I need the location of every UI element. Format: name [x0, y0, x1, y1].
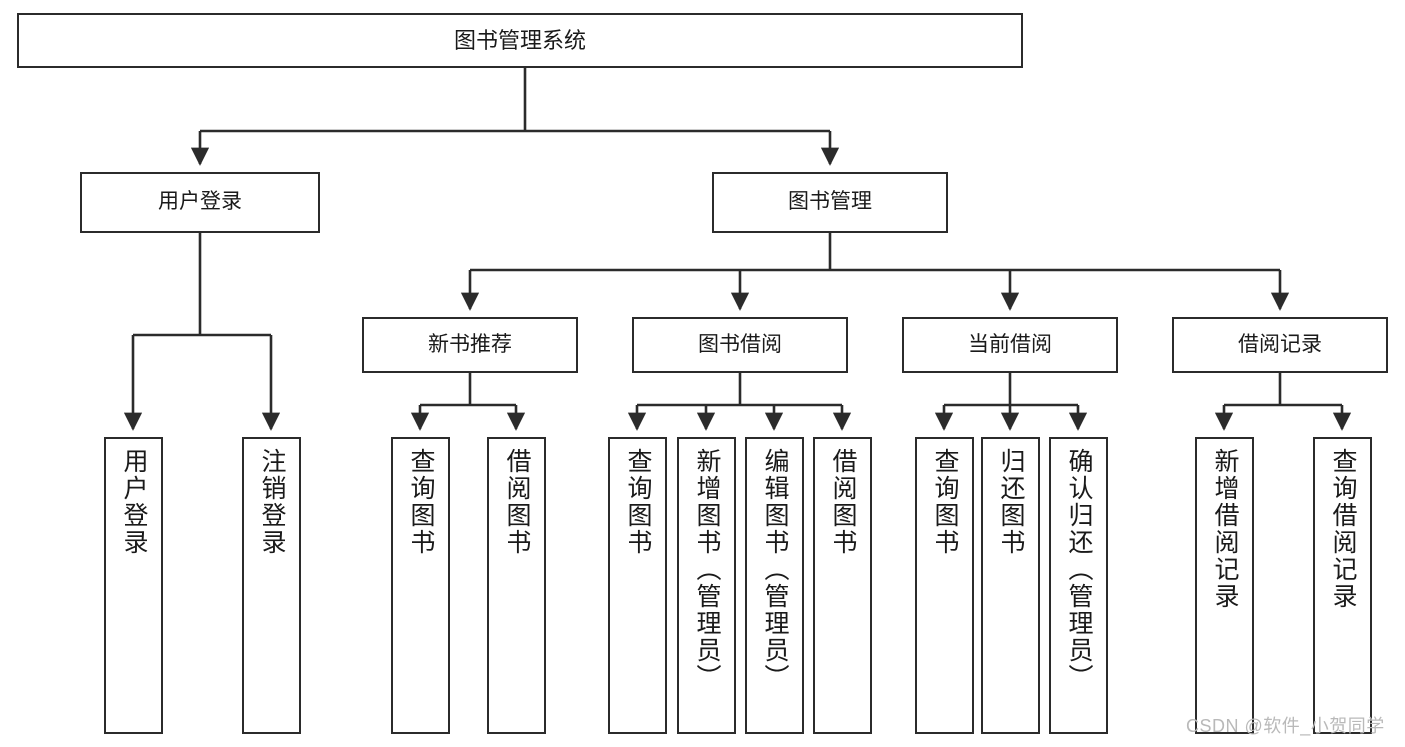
node-label: 借阅图书 — [829, 448, 857, 556]
node-root-book-management-system[interactable]: 图书管理系统 — [17, 13, 1023, 68]
leaf-user-login[interactable]: 用户登录 — [104, 437, 163, 734]
node-book-management[interactable]: 图书管理 — [712, 172, 948, 233]
leaf-newbook-query-book[interactable]: 查询图书 — [391, 437, 450, 734]
node-user-login[interactable]: 用户登录 — [80, 172, 320, 233]
node-label: 图书借阅 — [698, 332, 782, 356]
leaf-current-confirm-return-admin[interactable]: 确认归还（管理员） — [1049, 437, 1108, 734]
node-label: 用户登录 — [158, 190, 242, 214]
node-label: 当前借阅 — [968, 332, 1052, 356]
node-label: 查询借阅记录 — [1329, 448, 1357, 610]
leaf-record-add-borrow-record[interactable]: 新增借阅记录 — [1195, 437, 1254, 734]
leaf-borrow-add-book-admin[interactable]: 新增图书（管理员） — [677, 437, 736, 734]
leaf-logout[interactable]: 注销登录 — [242, 437, 301, 734]
node-label: 借阅记录 — [1238, 332, 1322, 356]
node-label: 查询图书 — [407, 448, 435, 556]
node-label: 注销登录 — [258, 448, 286, 556]
node-label: 新书推荐 — [428, 332, 512, 356]
node-label: 编辑图书（管理员） — [761, 448, 789, 691]
node-label: 查询图书 — [931, 448, 959, 556]
node-label: 归还图书 — [997, 448, 1025, 556]
leaf-borrow-borrow-book[interactable]: 借阅图书 — [813, 437, 872, 734]
node-label: 查询图书 — [624, 448, 652, 556]
leaf-record-query-borrow-record[interactable]: 查询借阅记录 — [1313, 437, 1372, 734]
node-label: 图书管理系统 — [453, 27, 586, 53]
node-label: 借阅图书 — [503, 448, 531, 556]
node-label: 图书管理 — [788, 190, 872, 214]
node-label: 新增借阅记录 — [1211, 448, 1239, 610]
node-label: 新增图书（管理员） — [693, 448, 721, 691]
node-current-borrow[interactable]: 当前借阅 — [902, 317, 1118, 373]
node-label: 确认归还（管理员） — [1065, 448, 1093, 691]
leaf-borrow-edit-book-admin[interactable]: 编辑图书（管理员） — [745, 437, 804, 734]
leaf-current-return-book[interactable]: 归还图书 — [981, 437, 1040, 734]
node-label: 用户登录 — [120, 448, 148, 556]
leaf-newbook-borrow-book[interactable]: 借阅图书 — [487, 437, 546, 734]
leaf-current-query-book[interactable]: 查询图书 — [915, 437, 974, 734]
node-borrow-record[interactable]: 借阅记录 — [1172, 317, 1388, 373]
node-book-borrow[interactable]: 图书借阅 — [632, 317, 848, 373]
node-new-book-recommend[interactable]: 新书推荐 — [362, 317, 578, 373]
leaf-borrow-query-book[interactable]: 查询图书 — [608, 437, 667, 734]
